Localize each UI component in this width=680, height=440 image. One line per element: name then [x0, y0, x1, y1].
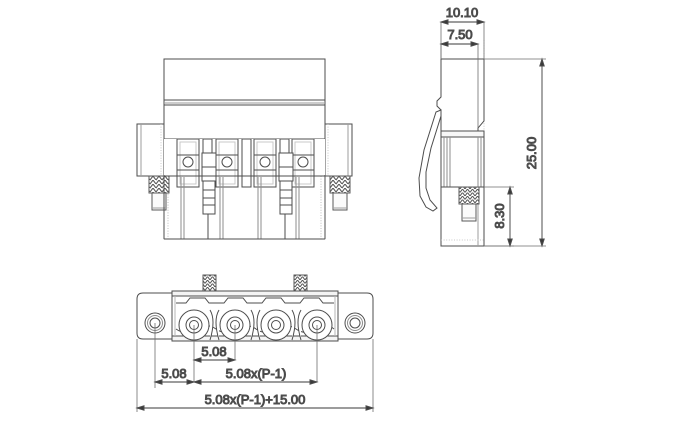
front-left-flange: [136, 123, 165, 177]
bottom-view: [136, 274, 374, 342]
front-right-flange-screw: [329, 175, 351, 211]
front-lower-body: [163, 175, 326, 240]
dim-bottom-pitch-span: 5.08x(P-1): [193, 366, 318, 385]
bottom-terminal-hole: [260, 309, 292, 341]
dim-bottom-edge-offset: 5.08: [154, 366, 195, 385]
dim-label-overall-length: 5.08x(P-1)+15.00: [205, 392, 306, 407]
side-upper-body: [436, 58, 485, 132]
bottom-dimension-group: 5.08 5.08 5.08x(P-1) 5.08x(P-1)+15.00: [136, 323, 374, 412]
dim-side-body-width: 7.50: [440, 27, 479, 47]
front-upper-housing: [163, 58, 326, 106]
dim-side-overall-height: 25.00: [484, 58, 546, 247]
dim-label-10-10: 10.10: [446, 5, 479, 20]
front-terminal-cell: [291, 138, 315, 188]
dim-side-base-height: 8.30: [484, 186, 514, 247]
side-mid-sleeve: [440, 130, 485, 188]
dim-label-25-00: 25.00: [524, 137, 539, 170]
dim-label-8-30: 8.30: [492, 203, 507, 228]
front-terminal-cell: [253, 138, 277, 188]
side-view: [418, 40, 485, 247]
dim-label-pitch-span: 5.08x(P-1): [226, 366, 287, 381]
side-latch-lever: [418, 109, 442, 212]
dim-bottom-overall-length: 5.08x(P-1)+15.00: [136, 392, 374, 411]
front-terminal-cell: [176, 138, 200, 188]
dim-label-7-50: 7.50: [447, 27, 472, 42]
front-terminal-cell: [215, 138, 239, 188]
front-left-flange-screw: [148, 175, 170, 211]
dim-side-overall-width: 10.10: [440, 5, 485, 25]
side-dimension-group: 10.10 7.50 25.00 8.30: [440, 5, 546, 247]
front-terminal-cells: [176, 138, 315, 188]
front-mid-body: [163, 104, 326, 140]
front-mounting-post: [278, 152, 294, 239]
front-view: [136, 58, 353, 240]
dim-label-edge-offset: 5.08: [161, 366, 186, 381]
dim-label-pitch: 5.08: [201, 344, 226, 359]
front-right-flange: [324, 123, 353, 177]
bottom-flange-hole: [344, 312, 366, 334]
side-base-screw: [458, 186, 480, 222]
dim-bottom-pitch: 5.08: [193, 344, 236, 363]
front-mounting-post: [201, 152, 217, 239]
